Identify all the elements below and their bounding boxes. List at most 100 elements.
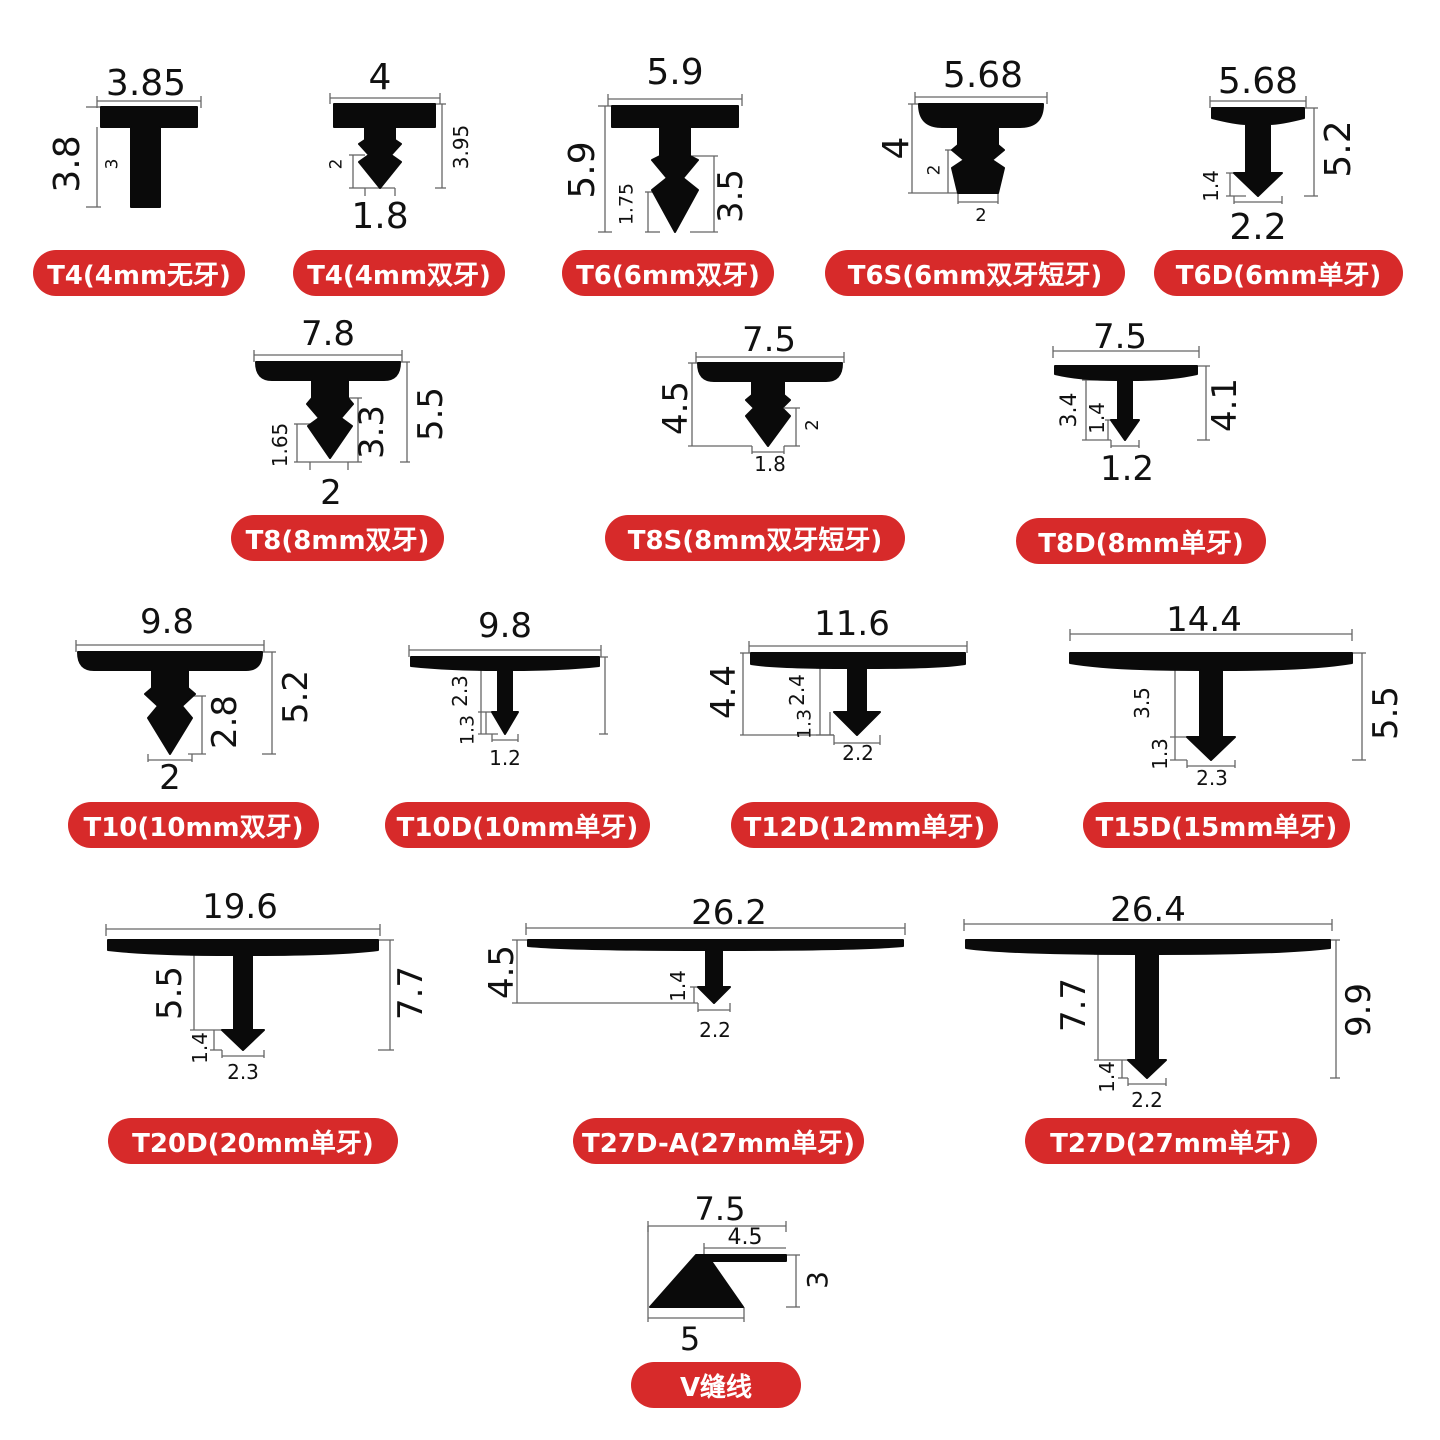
dimension-value: 3.85 bbox=[105, 63, 187, 104]
dimension-value: 1.4 bbox=[188, 1032, 212, 1064]
dimension-value: 4.1 bbox=[1205, 377, 1245, 433]
profile-label: T4(4mm无牙) bbox=[33, 250, 245, 296]
profile-label: T6(6mm双牙) bbox=[562, 250, 774, 296]
dimension-value: 5.5 bbox=[411, 386, 451, 442]
dimension-value: 5.2 bbox=[276, 669, 316, 725]
dimension-value: 3.5 bbox=[1130, 687, 1154, 719]
profile-shape bbox=[750, 652, 966, 736]
dimension-value: 3 bbox=[102, 158, 123, 170]
dimension-value: 7.5 bbox=[1092, 317, 1148, 357]
profile-label: T8(8mm双牙) bbox=[231, 515, 444, 561]
profile-p3 bbox=[598, 94, 743, 233]
dimension-value: 5.5 bbox=[1366, 685, 1406, 741]
dimension-value: 3.8 bbox=[47, 135, 88, 193]
profile-shape bbox=[697, 362, 843, 447]
dimension-value: 7.8 bbox=[300, 314, 356, 354]
dimension-value: 5.68 bbox=[1217, 61, 1299, 102]
profile-shape bbox=[255, 361, 401, 459]
profile-shape bbox=[527, 939, 904, 1004]
dimension-value: 4.5 bbox=[727, 1225, 763, 1250]
dimension-value: 2 bbox=[924, 164, 945, 176]
dimension-value: 2.2 bbox=[842, 741, 874, 765]
profile-label: T10(10mm双牙) bbox=[68, 802, 319, 848]
profile-shape bbox=[100, 106, 198, 208]
dimension-value: 4.5 bbox=[482, 944, 522, 1000]
dimension-value: 3.95 bbox=[449, 124, 473, 170]
dimension-value: 7.5 bbox=[694, 1190, 746, 1228]
profile-p11 bbox=[740, 641, 968, 745]
dimension-value: 2 bbox=[326, 158, 347, 170]
dimension-value: 3.5 bbox=[711, 168, 751, 224]
profile-label: T8D(8mm单牙) bbox=[1016, 518, 1266, 564]
dimension-value: 4.5 bbox=[656, 380, 696, 436]
dimension-value: 19.6 bbox=[202, 887, 278, 927]
dimension-value: 2.4 bbox=[785, 674, 809, 706]
dimension-value: 2.2 bbox=[1131, 1088, 1163, 1112]
profile-p6 bbox=[253, 350, 410, 470]
dimension-value: 7.7 bbox=[391, 965, 431, 1021]
dimension-value: 9.8 bbox=[139, 602, 195, 642]
profile-label: T12D(12mm单牙) bbox=[731, 802, 998, 848]
dimension-value: 2.3 bbox=[227, 1060, 259, 1084]
dimension-value: 5.9 bbox=[562, 141, 603, 199]
dimension-value: 7.5 bbox=[741, 320, 797, 360]
profile-shape bbox=[77, 651, 263, 755]
dimension-value: 2 bbox=[802, 419, 823, 431]
profile-label: T27D-A(27mm单牙) bbox=[573, 1118, 864, 1164]
dimension-value: 2 bbox=[975, 205, 987, 226]
dimension-value: 26.2 bbox=[691, 893, 767, 933]
dimension-value: 2.3 bbox=[1196, 766, 1228, 790]
profile-shape bbox=[611, 105, 739, 233]
dimension-value: 3.4 bbox=[1057, 392, 1082, 428]
dimension-value: 1.2 bbox=[489, 746, 521, 770]
profile-shape bbox=[333, 103, 436, 189]
profile-p12 bbox=[1069, 629, 1366, 768]
dimension-value: 9.9 bbox=[1339, 982, 1379, 1038]
profile-label: T8S(8mm双牙短牙) bbox=[605, 515, 905, 561]
profile-p4 bbox=[908, 92, 1048, 204]
profile-p8 bbox=[1052, 346, 1210, 448]
dimension-value: 1.4 bbox=[1199, 170, 1223, 202]
dimension-value: 5 bbox=[679, 1320, 701, 1358]
profile-shape bbox=[107, 939, 379, 1051]
profile-label: T20D(20mm单牙) bbox=[108, 1118, 398, 1164]
profile-label: T6S(6mm双牙短牙) bbox=[825, 250, 1125, 296]
profile-label: T4(4mm双牙) bbox=[293, 250, 505, 296]
profile-p10 bbox=[408, 645, 608, 742]
dimension-value: 4 bbox=[368, 57, 392, 98]
dimension-value: 2 bbox=[320, 473, 342, 513]
dimension-value: 9.8 bbox=[477, 606, 533, 646]
dimension-value: 2 bbox=[159, 758, 181, 798]
dimension-value: 2.8 bbox=[205, 694, 245, 750]
dimension-value: 1.8 bbox=[754, 452, 786, 476]
dimension-value: 4.4 bbox=[704, 664, 744, 720]
profile-shape bbox=[918, 103, 1044, 194]
profile-shape bbox=[649, 1254, 787, 1308]
profile-shape bbox=[965, 939, 1331, 1079]
dimension-value: 1.4 bbox=[666, 970, 690, 1002]
dimension-value: 2.3 bbox=[448, 675, 472, 707]
dimension-value: 3.3 bbox=[352, 404, 392, 460]
dimension-value: 5.9 bbox=[646, 52, 704, 93]
profile-p7 bbox=[688, 352, 845, 454]
dimension-value: 7.7 bbox=[1054, 977, 1094, 1033]
profile-label: V缝线 bbox=[631, 1362, 801, 1408]
profile-p16 bbox=[647, 1221, 800, 1322]
profile-shape bbox=[410, 656, 600, 735]
dimension-value: 14.4 bbox=[1166, 600, 1242, 640]
profile-label: T10D(10mm单牙) bbox=[385, 802, 650, 848]
profile-shape bbox=[1069, 652, 1353, 761]
dimension-value: 5.68 bbox=[942, 55, 1024, 96]
dimension-value: 1.4 bbox=[1095, 1061, 1119, 1093]
dimension-value: 5.2 bbox=[1318, 120, 1359, 178]
profile-p13 bbox=[105, 924, 394, 1058]
profile-p5 bbox=[1209, 96, 1318, 204]
profile-p9 bbox=[75, 640, 276, 762]
dimension-value: 1.75 bbox=[615, 182, 638, 226]
profile-label: T15D(15mm单牙) bbox=[1083, 802, 1350, 848]
dimension-value: 1.3 bbox=[456, 714, 479, 746]
dimension-value: 1.8 bbox=[351, 196, 409, 237]
dimension-value: 1.4 bbox=[1085, 402, 1109, 434]
dimension-value: 26.4 bbox=[1110, 890, 1186, 930]
